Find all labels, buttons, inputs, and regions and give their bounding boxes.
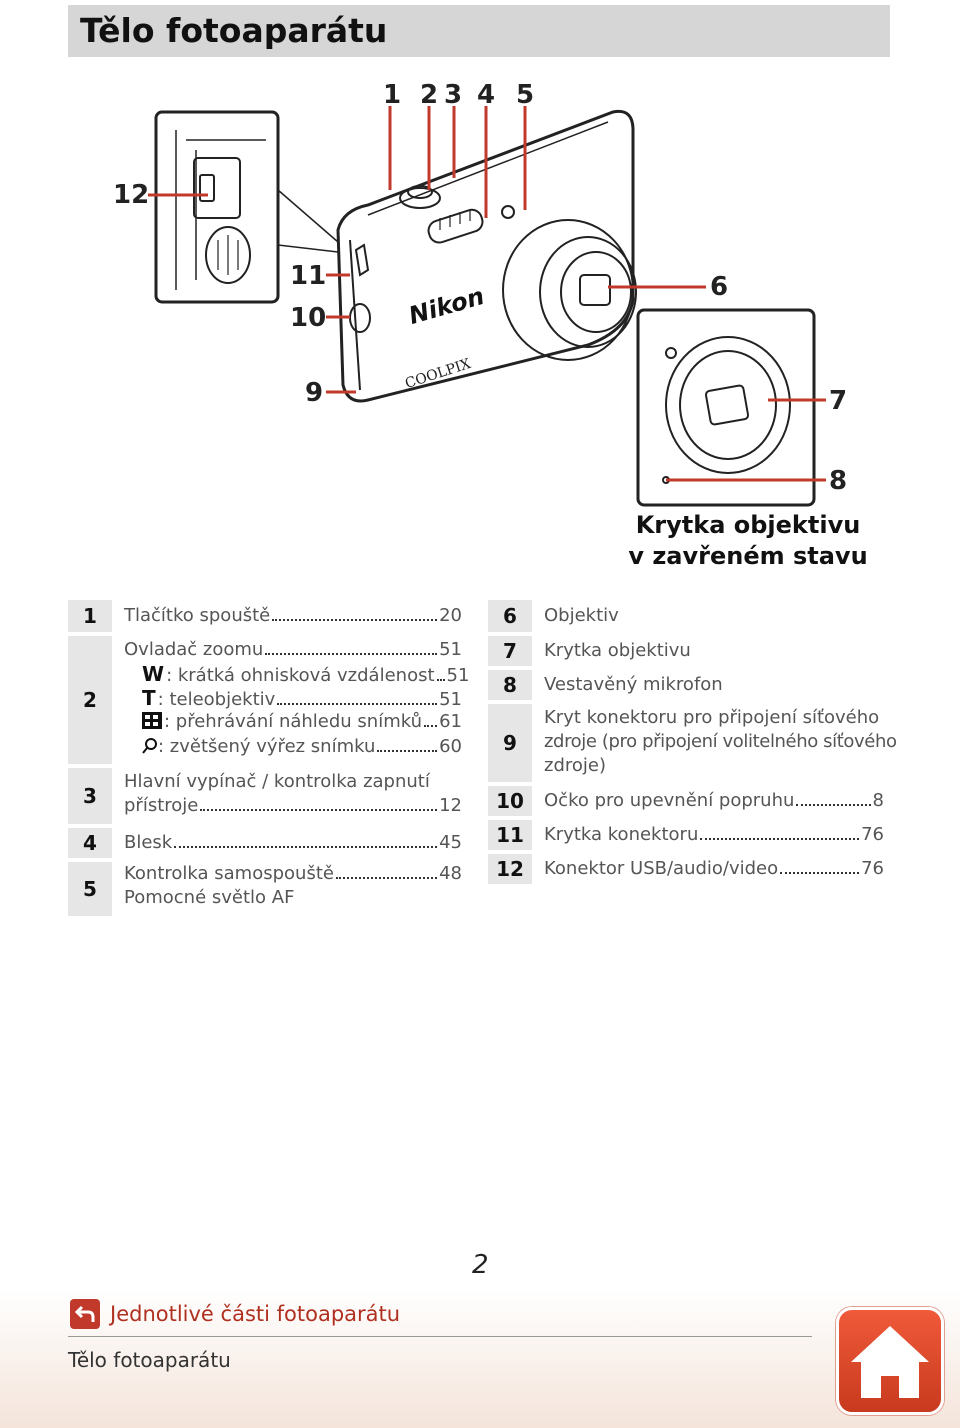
thumbnail-grid-icon xyxy=(142,712,162,729)
list-item: Hlavní vypínač / kontrolka zapnutí xyxy=(124,771,430,792)
page-link[interactable]: 48 xyxy=(439,863,462,884)
home-icon xyxy=(851,1326,929,1398)
part-number: 3 xyxy=(68,768,112,824)
callout-1: 1 xyxy=(383,80,402,110)
part-number: 2 xyxy=(68,636,112,764)
page-link[interactable]: 61 xyxy=(439,711,462,732)
page-link[interactable]: 8 xyxy=(872,790,884,811)
zoom-tele-icon: T xyxy=(142,686,156,710)
part-number: 12 xyxy=(488,854,532,884)
camera-illustration xyxy=(148,106,826,507)
page-link[interactable]: 51 xyxy=(446,665,470,686)
page-title: Tělo fotoaparátu xyxy=(80,11,388,50)
page-link[interactable]: 12 xyxy=(439,795,462,816)
back-arrow-icon xyxy=(70,1299,100,1329)
home-button[interactable] xyxy=(836,1307,944,1415)
title-bar: Tělo fotoaparátu xyxy=(68,5,890,57)
page-link[interactable]: 45 xyxy=(439,832,462,853)
table-row: 7 Krytka objektivu xyxy=(488,636,884,666)
page-link[interactable]: 76 xyxy=(861,824,884,845)
callout-9: 9 xyxy=(305,378,324,408)
list-item: Kryt konektoru pro připojení síťového xyxy=(544,707,880,728)
part-number: 8 xyxy=(488,670,532,700)
closed-lens-caption: Krytka objektivu v zavřeném stavu xyxy=(618,510,878,572)
callout-8: 8 xyxy=(829,466,848,496)
list-item: Krytka objektivu xyxy=(544,640,691,661)
back-link[interactable]: Jednotlivé části fotoaparátu xyxy=(70,1299,400,1329)
list-item: Pomocné světlo AF xyxy=(124,887,295,908)
caption-line-2: v zavřeném stavu xyxy=(628,542,868,570)
table-row: 3 Hlavní vypínač / kontrolka zapnutí pří… xyxy=(68,768,462,824)
list-item: zdroje) xyxy=(544,755,606,776)
list-item: Vestavěný mikrofon xyxy=(544,674,723,695)
part-number: 9 xyxy=(488,704,532,782)
callout-12: 12 xyxy=(113,180,150,210)
page-number: 2 xyxy=(472,1250,489,1280)
magnifier-icon xyxy=(142,737,158,755)
list-item: zdroje (pro připojení volitelného síťové… xyxy=(544,731,897,752)
part-number: 5 xyxy=(68,862,112,916)
zoom-wide-icon: W xyxy=(142,662,165,686)
callout-11: 11 xyxy=(290,261,327,291)
breadcrumb: Tělo fotoaparátu xyxy=(68,1348,231,1372)
page-link[interactable]: 60 xyxy=(439,736,462,757)
caption-line-1: Krytka objektivu xyxy=(635,511,861,539)
part-number: 4 xyxy=(68,828,112,858)
callout-6: 6 xyxy=(710,272,729,302)
footer xyxy=(0,1290,960,1428)
footer-divider xyxy=(68,1336,812,1337)
callout-4: 4 xyxy=(477,80,496,110)
table-row: 9 Kryt konektoru pro připojení síťového … xyxy=(488,704,897,782)
page-link[interactable]: 20 xyxy=(439,605,462,626)
camera-figure: 1 2 3 4 5 6 7 8 9 10 11 12 Nikon COOLPIX… xyxy=(68,70,890,590)
part-number: 10 xyxy=(488,786,532,816)
callout-2: 2 xyxy=(420,80,439,110)
callout-10: 10 xyxy=(290,303,327,333)
page-link[interactable]: 51 xyxy=(439,639,462,660)
table-row: 6 Objektiv xyxy=(488,600,884,632)
part-number: 11 xyxy=(488,820,532,850)
part-number: 6 xyxy=(488,600,532,632)
callout-3: 3 xyxy=(444,80,463,110)
page-link[interactable]: 51 xyxy=(439,689,462,710)
part-number: 1 xyxy=(68,600,112,632)
callout-7: 7 xyxy=(829,386,848,416)
page-link[interactable]: 76 xyxy=(861,858,884,879)
table-row: 8 Vestavěný mikrofon xyxy=(488,670,884,700)
back-link-label: Jednotlivé části fotoaparátu xyxy=(110,1302,401,1326)
part-number: 7 xyxy=(488,636,532,666)
callout-5: 5 xyxy=(516,80,535,110)
list-item: Objektiv xyxy=(544,605,619,626)
